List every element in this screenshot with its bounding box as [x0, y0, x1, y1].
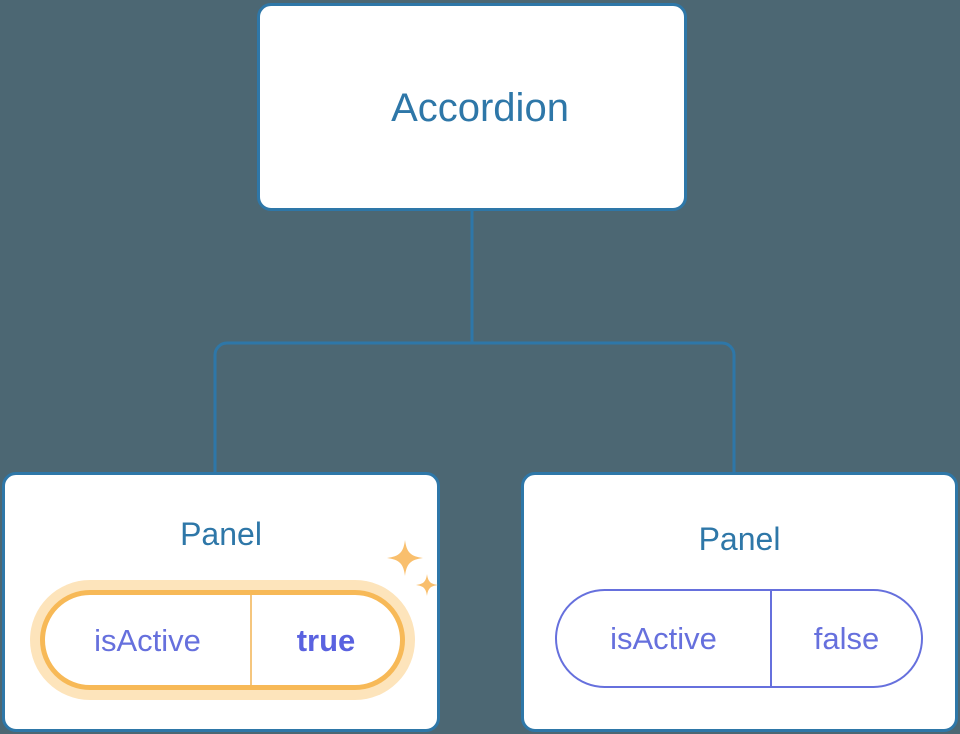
prop-key-right: isActive [557, 591, 772, 686]
prop-value-left: true [296, 622, 356, 658]
prop-key-left: isActive [45, 595, 252, 685]
node-accordion-title: Accordion [391, 86, 569, 130]
prop-value-right: false [813, 621, 880, 656]
node-panel-right-title: Panel [698, 521, 781, 557]
node-accordion[interactable] [257, 3, 687, 211]
connector-branch-right [472, 341, 736, 472]
prop-pill-left-wrapper: isActive true [30, 580, 415, 700]
prop-pill-right[interactable]: isActive false [555, 589, 923, 688]
prop-pill-left[interactable]: isActive true [40, 590, 405, 690]
node-panel-left-title: Panel [180, 516, 262, 552]
connector-branch-left [213, 341, 472, 472]
